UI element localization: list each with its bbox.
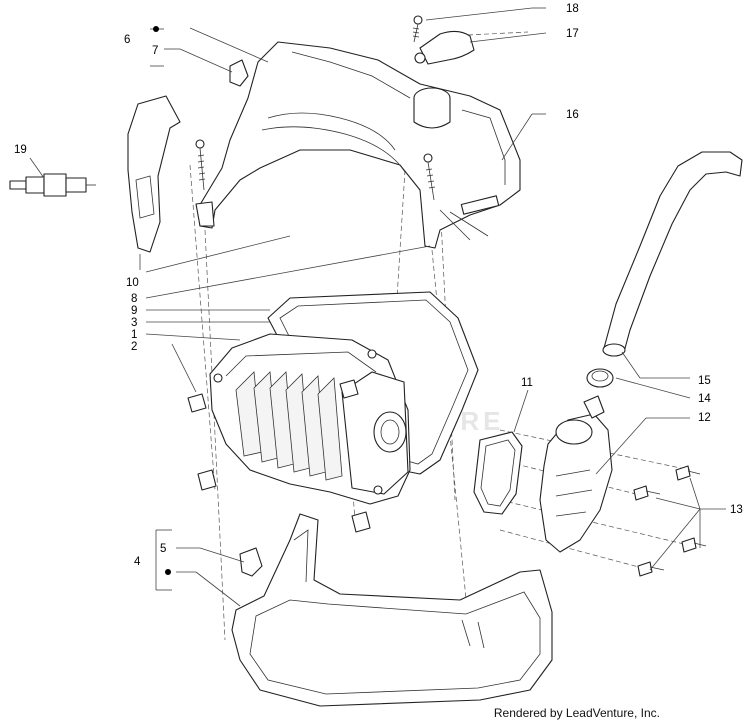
clip-7-part [229,59,249,87]
callout-9: 9 [131,305,137,317]
spark-plug-part [9,173,96,197]
callout-labels: 18 17 16 6 7 19 10 8 9 3 1 2 11 15 14 12… [14,3,743,568]
side-baffle-part [127,95,181,253]
callout-2: 2 [131,341,137,353]
callout-14: 14 [698,393,711,405]
callout-3: 3 [131,317,137,329]
leader-lines [29,7,726,607]
cooling-fins [235,371,343,481]
callout-12: 12 [698,412,711,424]
clamp-ring-part [586,368,614,388]
callout-8: 8 [131,293,137,305]
breather-housing-part [539,395,613,553]
callout-7: 7 [152,45,158,57]
bullet-dot-bottom [165,569,171,575]
clip-5-part [239,547,263,577]
callout-17: 17 [566,28,579,40]
callout-15: 15 [698,375,711,387]
callout-6: 6 [124,34,130,46]
callout-11: 11 [521,377,533,389]
render-credit: Rendered by LeadVenture, Inc. [493,706,660,720]
clip-17-part [414,30,475,65]
breather-bolts [633,465,707,577]
screw-18-part [412,15,423,43]
lower-shroud-part [231,513,553,707]
callout-1: 1 [131,329,137,341]
callout-4: 4 [134,556,141,568]
callout-18: 18 [566,3,579,15]
breather-hose-part [602,151,743,357]
callout-16: 16 [566,109,579,121]
bullet-dot-top [153,26,159,32]
callout-19: 19 [14,144,27,156]
o-ring-part [473,431,523,515]
callout-10: 10 [126,277,139,289]
head-cover-part [209,333,411,505]
callout-5: 5 [160,543,166,555]
head-bolts [187,379,371,533]
shroud-screws [195,139,436,227]
callout-13: 13 [730,504,743,516]
